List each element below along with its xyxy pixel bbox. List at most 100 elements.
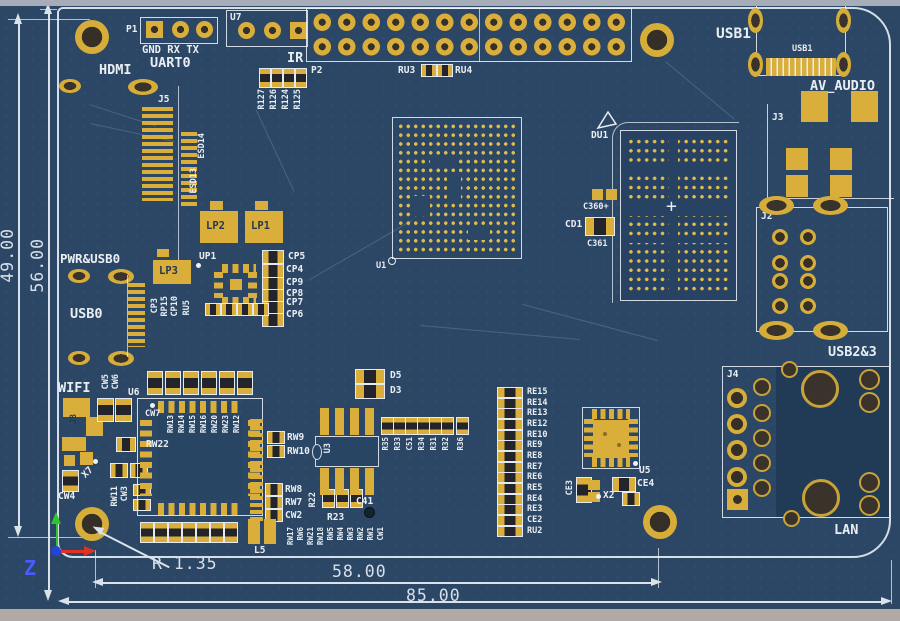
rw12-label: RW12 [232, 415, 241, 434]
re7-label: RE7 [527, 462, 543, 472]
j4-pin [727, 440, 747, 460]
lan-mount-drill [801, 370, 839, 408]
ir-pad [264, 22, 281, 39]
rw13-label: RW13 [166, 415, 175, 434]
y-axis-line [55, 523, 58, 551]
j2-pin [772, 255, 788, 271]
lan-label: LAN [834, 522, 859, 538]
u3-pad [350, 408, 359, 435]
hdmi-pad [128, 79, 158, 95]
re6-label: RE6 [527, 472, 543, 482]
capacitor-cp6 [262, 313, 284, 327]
resistor-rw7 [265, 496, 283, 509]
uart0-header-outline [140, 17, 218, 44]
dim-arrow [881, 597, 892, 605]
up1-pins [222, 264, 256, 273]
rw10-label: RW10 [287, 446, 310, 457]
du1-triangle-mark [596, 110, 618, 130]
u3-pad [350, 468, 359, 495]
ir-pad [238, 22, 255, 39]
esd-pads [181, 132, 197, 206]
re4-label: RE4 [527, 494, 543, 504]
u3-pad [335, 468, 344, 495]
uart0-pad-tx [196, 21, 213, 38]
resistor-rw10 [267, 445, 285, 458]
j4-pin [727, 388, 747, 408]
j8-pad [63, 398, 90, 417]
u3-pad [365, 468, 374, 495]
j2-pin [772, 273, 788, 289]
l5-pad [264, 519, 276, 544]
y-axis-arrow [51, 512, 61, 524]
rw3-label: RW3 [346, 527, 355, 541]
capacitor [201, 371, 217, 395]
rw14-label: RW14 [177, 415, 186, 434]
lan-pin [781, 361, 798, 378]
diode-d3 [355, 384, 385, 399]
j2-label: J2 [761, 211, 773, 222]
r31-label: R31 [429, 437, 438, 451]
u6-pins [158, 503, 242, 515]
usb0-pad [68, 269, 90, 283]
cd1-label: CD1 [565, 219, 583, 230]
radius-text: R 1.35 [152, 554, 218, 573]
av-audio-label: AV_AUDIO [810, 78, 876, 94]
rw16-label: RW16 [199, 415, 208, 434]
lan-mount-drill [802, 479, 840, 517]
up1-pin1-dot [196, 263, 201, 268]
u5-body-dot [617, 443, 621, 447]
r34-label: R34 [417, 437, 426, 451]
lp2-label: LP2 [206, 220, 225, 232]
lp2-pin [210, 201, 223, 210]
dim-arrow [44, 590, 52, 601]
c361-label: C361 [587, 239, 608, 249]
u5-thermal-pad [593, 420, 629, 458]
dim-56-text: 56.00 [28, 238, 47, 293]
re15-label: RE15 [527, 387, 548, 397]
lan-pin [753, 454, 771, 472]
rp15-label: RP15 [160, 296, 170, 317]
dim-arrow [58, 597, 69, 605]
resistor-r32 [441, 417, 454, 435]
viewport-edge-top [0, 0, 900, 6]
lan-pin [753, 479, 771, 497]
capacitor-ce4 [612, 477, 636, 492]
x2-label: X2 [603, 490, 615, 501]
rw4-label: RW4 [336, 527, 345, 541]
cw4-label: CW4 [58, 491, 76, 502]
ru4-label: RU4 [455, 65, 473, 76]
resistor-r127 [259, 68, 271, 88]
u5-pin1-dot [633, 461, 638, 466]
j3-label: J3 [772, 112, 784, 123]
lp3-pin [157, 249, 169, 257]
r36-label: R36 [456, 437, 465, 451]
bga-gap [468, 226, 490, 240]
av-audio-pad [830, 175, 852, 197]
lan-pin [753, 429, 771, 447]
dim-witness [891, 560, 892, 604]
resistor [196, 522, 210, 543]
via-hole [364, 507, 375, 518]
rw20-label: RW20 [210, 415, 219, 434]
via-dot [93, 459, 98, 464]
u7-label: U7 [230, 12, 242, 23]
re14-label: RE14 [527, 398, 548, 408]
ir-label: IR [287, 50, 304, 66]
r33-label: R33 [393, 437, 402, 451]
dim-line-58 [103, 582, 651, 584]
c360-pad [606, 189, 617, 200]
lp2-pad [200, 211, 238, 243]
u6-pin1-dot [150, 403, 155, 408]
cp4-label: CP4 [286, 264, 304, 275]
d5-label: D5 [390, 370, 402, 381]
dim-witness [8, 537, 82, 538]
capacitor-c361 [585, 217, 615, 236]
cw5-label: CW5 [101, 374, 111, 390]
resistor [168, 522, 182, 543]
pwr-usb0-label: PWR&USB0 [60, 251, 121, 266]
ru5-label: RU5 [182, 300, 192, 316]
rw18-label: RW18 [316, 527, 325, 546]
u1-label: U1 [376, 261, 387, 271]
cp8-label: CP8 [286, 288, 304, 299]
j2-pin [772, 229, 788, 245]
